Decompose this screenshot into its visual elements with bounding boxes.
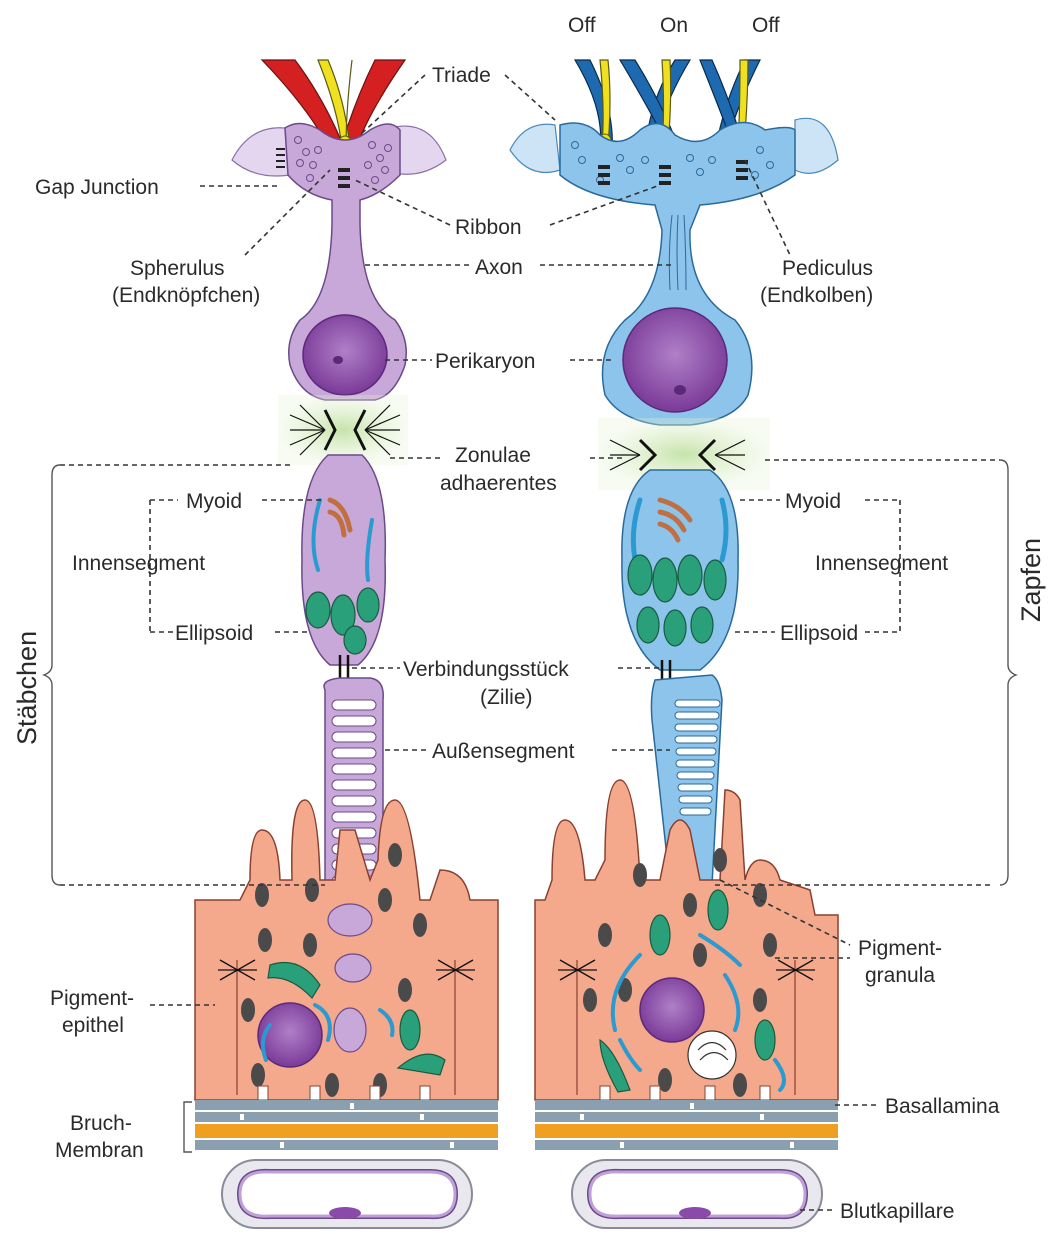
label-innensegment-left: Innensegment [72, 552, 205, 575]
label-pediculus: Pediculus [782, 257, 873, 280]
label-staebchen: Stäbchen [12, 631, 42, 745]
label-pigment-granula-2: granula [865, 964, 935, 987]
label-axon: Axon [475, 256, 523, 279]
label-ellipsoid-right: Ellipsoid [780, 622, 858, 645]
label-perikaryon: Perikaryon [435, 350, 535, 373]
label-off-left: Off [568, 14, 596, 37]
label-gap-junction: Gap Junction [35, 176, 159, 199]
label-verbindung-1: Verbindungsstück [403, 658, 569, 681]
label-innensegment-right: Innensegment [815, 552, 948, 575]
cone-cell [510, 60, 838, 888]
label-pigment-epithel-1: Pigment- [50, 987, 134, 1010]
label-endknoepfchen: (Endknöpfchen) [112, 284, 260, 307]
label-verbindung-2: (Zilie) [480, 686, 533, 709]
label-bruch-1: Bruch- [70, 1112, 132, 1135]
label-aussensegment: Außensegment [432, 740, 575, 763]
label-zonulae-1: Zonulae [455, 444, 531, 467]
label-pigment-granula-1: Pigment- [858, 937, 942, 960]
label-myoid-left: Myoid [186, 490, 242, 513]
label-off-right: Off [752, 14, 780, 37]
bruch-membrane [195, 1100, 838, 1150]
label-on: On [660, 14, 688, 37]
label-myoid-right: Myoid [785, 490, 841, 513]
capillaries [222, 1160, 822, 1228]
label-spherulus: Spherulus [130, 257, 225, 280]
pigment-epithelium [195, 780, 838, 1100]
label-blutkapillare: Blutkapillare [840, 1200, 954, 1223]
label-endkolben: (Endkolben) [760, 284, 873, 307]
label-basallamina: Basallamina [885, 1095, 1000, 1118]
label-zonulae-2: adhaerentes [440, 472, 557, 495]
label-pigment-epithel-2: epithel [62, 1014, 124, 1037]
label-triade: Triade [432, 64, 491, 87]
label-zapfen: Zapfen [1016, 538, 1046, 622]
label-ellipsoid-left: Ellipsoid [175, 622, 253, 645]
label-bruch-2: Membran [55, 1139, 144, 1162]
label-ribbon: Ribbon [455, 216, 522, 239]
